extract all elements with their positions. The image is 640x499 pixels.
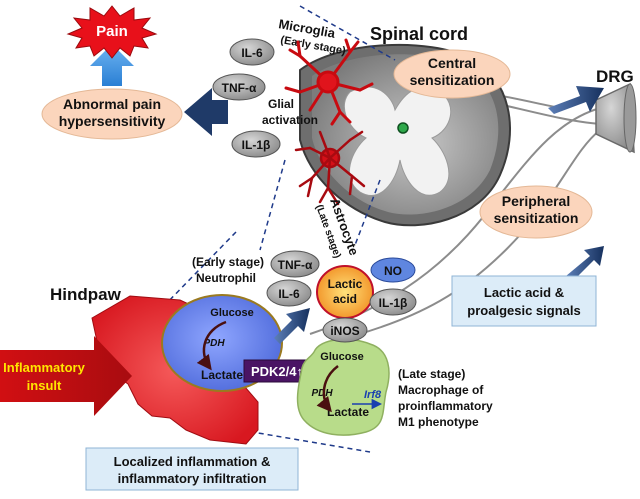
glial-activation-label-2: activation [262, 113, 318, 127]
glia-to-pain-arrow-body [184, 88, 228, 136]
svg-text:Lactic acid &: Lactic acid & [484, 285, 564, 300]
macrophage-desc-4: M1 phenotype [398, 415, 479, 429]
svg-text:PDH: PDH [203, 338, 225, 349]
pain-label: Pain [96, 23, 128, 40]
glia-dashed-box [259, 5, 396, 251]
svg-text:Irf8: Irf8 [364, 389, 382, 401]
pain-burst: Pain [66, 5, 158, 59]
svg-text:acid: acid [333, 292, 357, 306]
svg-text:iNOS: iNOS [330, 324, 359, 338]
mediator-il6: IL-6 [266, 279, 312, 307]
mediator-il1b: IL-1β [369, 288, 417, 316]
macrophage-cell: Glucose PDH Lactate Irf8 [296, 338, 390, 436]
svg-text:proalgesic signals: proalgesic signals [467, 303, 580, 318]
drg-ganglion [595, 82, 637, 154]
abnormal-pain-oval: Abnormal pain hypersensitivity [41, 88, 183, 140]
svg-text:TNF-α: TNF-α [222, 81, 257, 95]
cells-to-mediators-arrow [274, 308, 310, 344]
svg-text:hypersensitivity: hypersensitivity [59, 113, 166, 129]
svg-text:insult: insult [27, 378, 62, 393]
svg-text:Abnormal pain: Abnormal pain [63, 96, 161, 112]
signal-to-peripheral-arrow [566, 246, 604, 282]
svg-text:IL-1β: IL-1β [379, 296, 408, 310]
astrocyte-cell [294, 130, 366, 206]
glial-activation-label-1: Glial [268, 97, 294, 111]
cytokine-il1b: IL-1β [231, 130, 281, 158]
macrophage-desc-1: (Late stage) [398, 367, 465, 381]
cytokine-il6: IL-6 [229, 38, 275, 66]
svg-text:IL-6: IL-6 [278, 287, 300, 301]
microglia-cell [284, 38, 374, 126]
svg-text:Central: Central [428, 55, 476, 71]
central-sensitization: Central sensitization [393, 49, 511, 99]
paw-dashed-lines [159, 231, 371, 453]
drg-to-cord-arrow [548, 86, 604, 114]
pain-up-arrow [90, 44, 134, 86]
svg-text:Localized inflammation &: Localized inflammation & [114, 454, 271, 469]
drg-label: DRG [596, 67, 634, 86]
lactic-acid: Lactic acid [316, 265, 374, 319]
macrophage-desc-2: Macrophage of [398, 383, 484, 397]
svg-text:Peripheral: Peripheral [502, 193, 570, 209]
svg-text:TNF-α: TNF-α [278, 258, 313, 272]
neutrophil-stage: (Early stage) [192, 255, 264, 269]
inflammatory-insult-arrow: Inflammatory insult [0, 336, 132, 416]
svg-text:Glucose: Glucose [210, 307, 253, 319]
proalgesic-signals-box: Lactic acid & proalgesic signals [451, 275, 597, 327]
svg-text:Inflammatory: Inflammatory [3, 360, 85, 375]
svg-text:Glucose: Glucose [320, 351, 363, 363]
svg-text:NO: NO [384, 264, 402, 278]
neutrophil-label: Neutrophil [196, 271, 256, 285]
svg-text:Lactic: Lactic [328, 277, 363, 291]
mediator-no: NO [370, 257, 416, 283]
svg-text:PDK2/4↑: PDK2/4↑ [251, 364, 303, 379]
svg-text:sensitization: sensitization [494, 210, 579, 226]
peripheral-sensitization: Peripheral sensitization [479, 185, 593, 239]
pdk-box: PDK2/4↑ [243, 359, 311, 383]
localized-inflammation-box: Localized inflammation & inflammatory in… [85, 447, 299, 491]
svg-text:sensitization: sensitization [410, 72, 495, 88]
spinal-cord-label: Spinal cord [370, 24, 468, 44]
svg-text:IL-1β: IL-1β [242, 138, 271, 152]
mediator-tnf: TNF-α [270, 250, 320, 278]
cytokine-tnf: TNF-α [212, 73, 266, 101]
svg-text:IL-6: IL-6 [241, 46, 263, 60]
svg-text:inflammatory infiltration: inflammatory infiltration [118, 471, 267, 486]
svg-text:Lactate: Lactate [327, 405, 369, 419]
svg-text:Lactate: Lactate [201, 368, 243, 382]
svg-text:PDH: PDH [311, 388, 333, 399]
microglia-stage: (Early stage) [279, 34, 346, 57]
mediator-inos: iNOS [322, 317, 368, 343]
macrophage-desc-3: proinflammatory [398, 399, 493, 413]
hindpaw-label: Hindpaw [50, 285, 122, 304]
